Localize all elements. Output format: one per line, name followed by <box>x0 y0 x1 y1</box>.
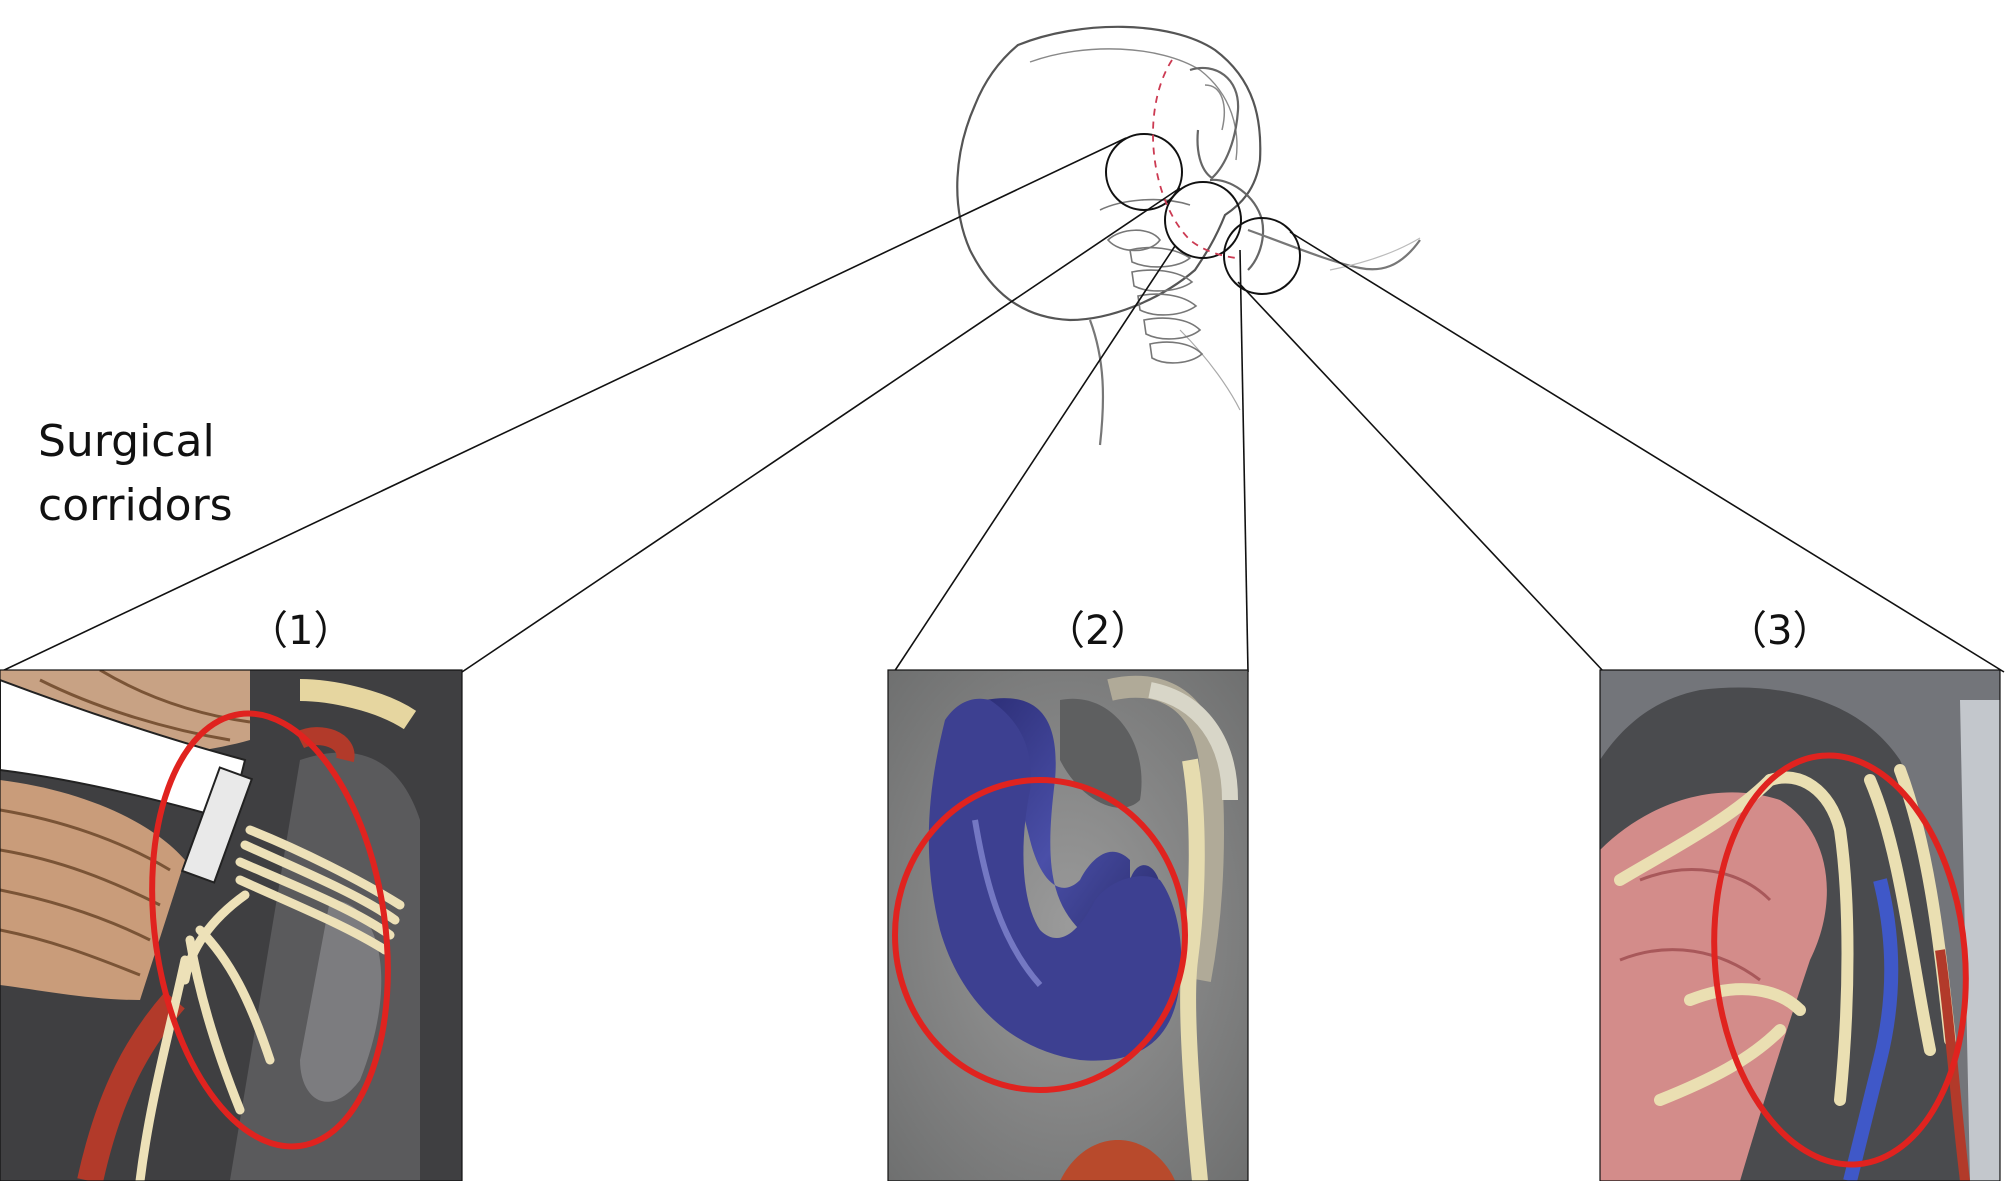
caption-line-1: Surgical <box>38 416 215 467</box>
connector-3-right <box>1289 231 2005 673</box>
cerebellum-tissue <box>0 780 185 1000</box>
neck-front <box>1247 228 1421 271</box>
panel-label-1: （1） <box>248 608 354 654</box>
connector-2-right <box>1239 249 1249 673</box>
surgical-corridors-caption: Surgical corridors <box>38 410 233 538</box>
panel-3-illustration <box>1600 670 2000 1181</box>
callout-circle-1 <box>1105 133 1183 211</box>
vertebral-artery-segment <box>1843 878 1899 1181</box>
panel-1-frame <box>0 669 463 1181</box>
panel-2-frame <box>887 669 1249 1181</box>
panel-label-3: （3） <box>1727 608 1833 654</box>
head-sketch <box>956 25 1421 446</box>
skull-outline <box>956 25 1262 322</box>
atlas-ring <box>1106 229 1161 252</box>
callout-circle-2 <box>1164 181 1242 259</box>
connector-3-left <box>1237 281 1605 673</box>
ear-inner <box>1204 84 1226 131</box>
neck-back <box>1088 319 1105 446</box>
artery-loop <box>77 991 185 1181</box>
skull-inner-contour <box>1029 48 1238 161</box>
occipital-base <box>1099 198 1191 211</box>
panel-2-illustration <box>888 670 1248 1181</box>
panel-1-illustration <box>0 670 462 1181</box>
caption-line-2: corridors <box>38 480 233 531</box>
connector-1-right <box>461 187 1181 673</box>
connector-2-left <box>893 245 1176 673</box>
connector-lines <box>0 137 2005 673</box>
highlight-ring-2 <box>892 777 1188 1093</box>
panel-3-frame <box>1599 669 2001 1181</box>
highlight-ring-1 <box>149 710 391 1150</box>
incision-line <box>1152 59 1237 259</box>
cervical-spine <box>1129 246 1204 364</box>
panel-label-2: （2） <box>1045 608 1151 654</box>
connector-1-left <box>0 137 1127 673</box>
mastoid <box>1209 178 1265 271</box>
neck-skin <box>1179 329 1241 411</box>
ear <box>1189 66 1240 180</box>
highlight-ring-3 <box>1711 752 1969 1168</box>
callout-circle-3 <box>1223 217 1301 295</box>
shoulder-line <box>1329 237 1421 271</box>
